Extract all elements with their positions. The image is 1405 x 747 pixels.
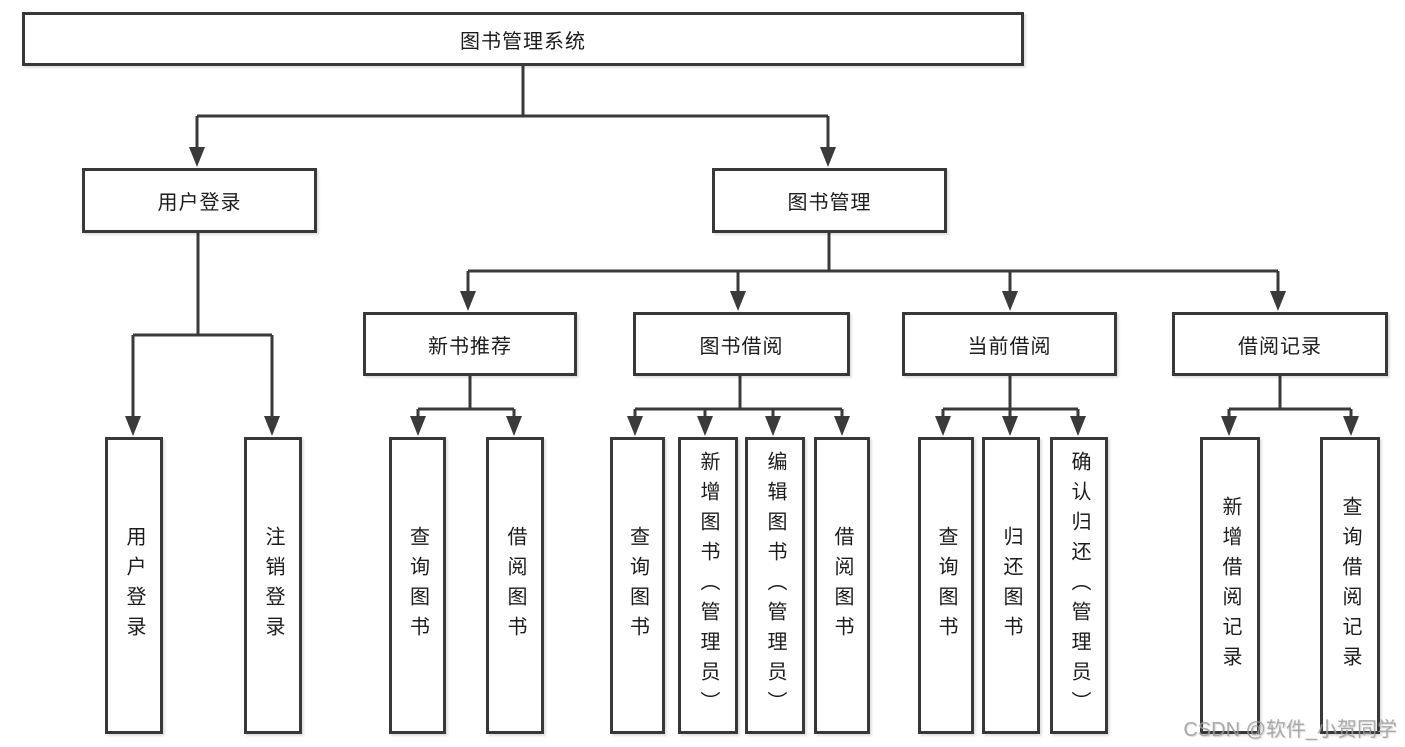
node-label: 图书管理系统 <box>460 30 586 53</box>
leaf-cb-query-books: 查询图书 <box>918 437 974 734</box>
csdn-watermark: CSDN @软件_小贺同学 <box>1183 719 1397 741</box>
node-label: 当前借阅 <box>967 335 1052 358</box>
node-label: 查询图书 <box>626 525 649 646</box>
node-label: 用户登录 <box>157 192 242 214</box>
node-library-management-system: 图书管理系统 <box>22 12 1024 66</box>
leaf-bb-query-books: 查询图书 <box>610 437 665 734</box>
node-label: 借阅图书 <box>831 525 853 646</box>
node-label: 查询借阅记录 <box>1339 495 1361 676</box>
node-label: 借阅记录 <box>1238 335 1322 358</box>
node-label: 新增图书（管理员） <box>697 450 719 721</box>
node-book-management: 图书管理 <box>712 168 947 233</box>
node-book-borrowing: 图书借阅 <box>633 312 850 376</box>
node-label: 归还图书 <box>1000 525 1022 646</box>
node-label: 用户登录 <box>123 525 145 646</box>
node-label: 图书管理 <box>787 192 872 214</box>
node-user-login: 用户登录 <box>82 168 317 233</box>
leaf-bb-borrow-books: 借阅图书 <box>814 437 870 734</box>
leaf-user-login: 用户登录 <box>105 437 163 734</box>
node-label: 查询图书 <box>935 525 957 646</box>
leaf-cb-confirm-return-admin: 确认归还（管理员） <box>1050 437 1108 734</box>
node-new-book-recommend: 新书推荐 <box>363 312 577 376</box>
leaf-br-add-record: 新增借阅记录 <box>1200 437 1260 734</box>
leaf-bb-edit-books-admin: 编辑图书（管理员） <box>745 437 805 734</box>
node-label: 注销登录 <box>262 525 284 646</box>
leaf-bb-add-books-admin: 新增图书（管理员） <box>678 437 738 734</box>
leaf-nbr-query-books: 查询图书 <box>389 437 446 734</box>
node-label: 新书推荐 <box>428 335 512 358</box>
node-label: 新增借阅记录 <box>1219 495 1241 676</box>
node-label: 查询图书 <box>406 525 429 646</box>
node-borrowing-records: 借阅记录 <box>1172 312 1388 376</box>
node-label: 图书借阅 <box>699 335 784 358</box>
leaf-br-query-record: 查询借阅记录 <box>1320 437 1380 734</box>
node-label: 编辑图书（管理员） <box>764 450 786 721</box>
node-label: 借阅图书 <box>504 525 526 646</box>
leaf-nbr-borrow-books: 借阅图书 <box>486 437 544 734</box>
leaf-logout: 注销登录 <box>244 437 302 734</box>
leaf-cb-return-books: 归还图书 <box>982 437 1040 734</box>
node-label: 确认归还（管理员） <box>1068 450 1090 721</box>
node-current-borrowing: 当前借阅 <box>902 312 1117 376</box>
